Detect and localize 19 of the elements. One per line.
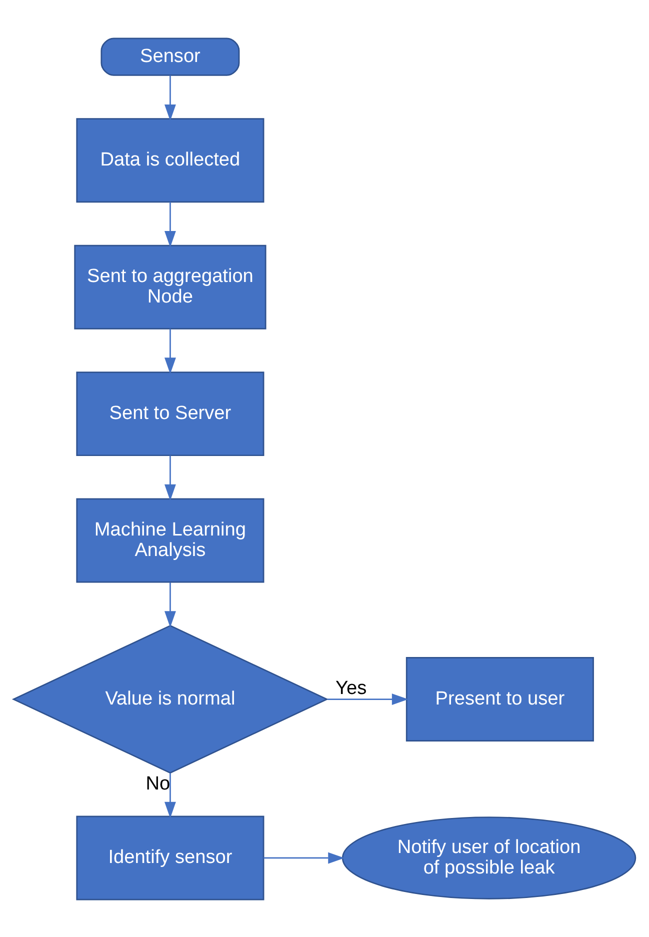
node-box: Sensor xyxy=(100,37,240,76)
node-box: Present to user xyxy=(406,656,594,741)
edge-label: No xyxy=(146,772,170,794)
arrow xyxy=(164,74,176,120)
node-box: Data is collected xyxy=(76,118,264,202)
arrow xyxy=(164,582,176,628)
node-ellipse: Notify user of location of possible leak xyxy=(342,816,636,899)
arrow xyxy=(164,772,176,818)
edge-label: Yes xyxy=(336,678,367,699)
node-box: Identify sensor xyxy=(76,815,264,900)
arrow xyxy=(164,328,176,374)
node-box: Machine Learning Analysis xyxy=(76,498,264,582)
arrow xyxy=(164,454,176,500)
node-diamond: Value is normal xyxy=(12,624,328,774)
node-box: Sent to aggregation Node xyxy=(74,244,266,329)
arrow xyxy=(327,693,408,704)
arrow xyxy=(264,852,344,864)
arrow xyxy=(164,202,176,247)
node-box: Sent to Server xyxy=(76,371,264,456)
